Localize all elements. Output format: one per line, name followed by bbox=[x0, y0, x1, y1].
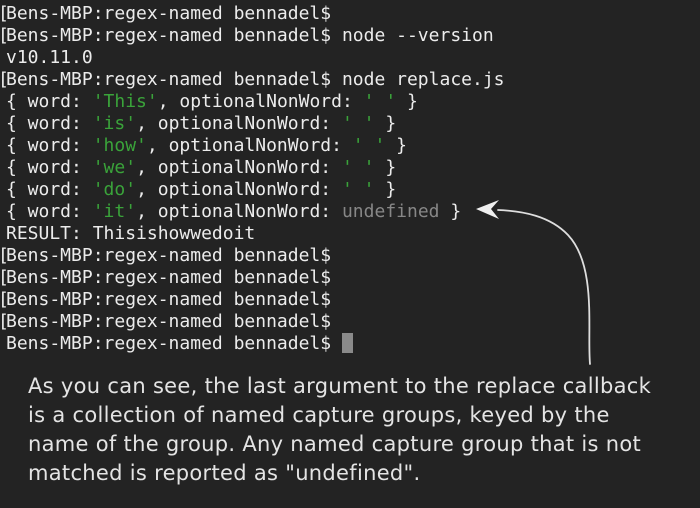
caption-line: name of the group. Any named capture gro… bbox=[28, 432, 642, 456]
terminal-cursor bbox=[341, 333, 353, 353]
terminal-line: { word: 'it', optionalNonWord: undefined… bbox=[6, 201, 700, 223]
terminal-text-green: 'is' bbox=[92, 113, 137, 134]
terminal-text: { word: bbox=[6, 91, 93, 112]
caption-text: As you can see, the last argument to the… bbox=[28, 372, 688, 488]
terminal-text: { word: bbox=[6, 113, 93, 134]
terminal-text: { word: bbox=[6, 135, 93, 156]
terminal-text: { word: bbox=[6, 157, 93, 178]
terminal-text-green: ' ' bbox=[341, 179, 375, 200]
terminal-text: Bens-MBP:regex-named bennadel$ bbox=[6, 3, 332, 24]
prompt-mark: [ bbox=[0, 69, 9, 91]
prompt-mark: [ bbox=[0, 25, 9, 47]
terminal-window[interactable]: [Bens-MBP:regex-named bennadel$[Bens-MBP… bbox=[0, 0, 700, 355]
terminal-text: Bens-MBP:regex-named bennadel$ node repl… bbox=[6, 69, 505, 90]
terminal-text: , optionalNonWord: bbox=[136, 201, 342, 222]
terminal-text: , optionalNonWord: bbox=[146, 135, 353, 156]
terminal-line: [Bens-MBP:regex-named bennadel$ bbox=[0, 245, 700, 267]
terminal-line: [Bens-MBP:regex-named bennadel$ node --v… bbox=[0, 25, 700, 47]
terminal-line: [Bens-MBP:regex-named bennadel$ node rep… bbox=[0, 69, 700, 91]
terminal-text-green: ' ' bbox=[341, 157, 375, 178]
terminal-text-green: ' ' bbox=[352, 135, 386, 156]
terminal-text: { word: bbox=[6, 201, 93, 222]
terminal-text-green: 'we' bbox=[92, 157, 137, 178]
caption-line: is a collection of named capture groups,… bbox=[28, 403, 610, 427]
terminal-text: Bens-MBP:regex-named bennadel$ bbox=[6, 245, 332, 266]
terminal-text-green: 'do' bbox=[92, 179, 137, 200]
terminal-text: v10.11.0 bbox=[6, 47, 93, 68]
terminal-text: , optionalNonWord: bbox=[136, 113, 342, 134]
prompt-mark: [ bbox=[0, 245, 9, 267]
terminal-line: { word: 'how', optionalNonWord: ' ' } bbox=[6, 135, 700, 157]
terminal-text: } bbox=[396, 91, 418, 112]
terminal-line: [Bens-MBP:regex-named bennadel$ bbox=[0, 289, 700, 311]
terminal-text-muted: undefined bbox=[341, 201, 440, 222]
prompt-mark: [ bbox=[0, 3, 9, 25]
terminal-text-green: ' ' bbox=[363, 91, 397, 112]
terminal-line: { word: 'we', optionalNonWord: ' ' } bbox=[6, 157, 700, 179]
terminal-text: } bbox=[374, 179, 397, 200]
caption-line: matched is reported as "undefined". bbox=[28, 461, 421, 485]
terminal-line: { word: 'do', optionalNonWord: ' ' } bbox=[6, 179, 700, 201]
terminal-text: , optionalNonWord: bbox=[136, 179, 342, 200]
prompt-mark: [ bbox=[0, 311, 9, 333]
terminal-text: } bbox=[374, 157, 397, 178]
terminal-line: { word: 'This', optionalNonWord: ' ' } bbox=[6, 91, 700, 113]
terminal-line: { word: 'is', optionalNonWord: ' ' } bbox=[6, 113, 700, 135]
terminal-text-green: 'how' bbox=[92, 135, 147, 156]
terminal-text: , optionalNonWord: bbox=[136, 157, 342, 178]
terminal-text-green: 'This' bbox=[92, 91, 158, 112]
terminal-text: Bens-MBP:regex-named bennadel$ bbox=[6, 333, 342, 354]
terminal-text: Bens-MBP:regex-named bennadel$ bbox=[6, 289, 332, 310]
terminal-text: Bens-MBP:regex-named bennadel$ bbox=[6, 311, 332, 332]
terminal-text: Bens-MBP:regex-named bennadel$ node --ve… bbox=[6, 25, 494, 46]
terminal-line: [Bens-MBP:regex-named bennadel$ bbox=[0, 3, 700, 25]
terminal-line: [Bens-MBP:regex-named bennadel$ bbox=[0, 267, 700, 289]
terminal-text-green: 'it' bbox=[92, 201, 137, 222]
terminal-text: Bens-MBP:regex-named bennadel$ bbox=[6, 267, 332, 288]
terminal-line: [Bens-MBP:regex-named bennadel$ bbox=[0, 311, 700, 333]
terminal-text-green: ' ' bbox=[341, 113, 375, 134]
prompt-mark: [ bbox=[0, 289, 9, 311]
terminal-text: } bbox=[385, 135, 407, 156]
terminal-text: { word: bbox=[6, 179, 93, 200]
terminal-line: Bens-MBP:regex-named bennadel$ bbox=[6, 333, 700, 355]
prompt-mark: [ bbox=[0, 267, 9, 289]
terminal-text: } bbox=[439, 201, 462, 222]
terminal-line: RESULT: Thisishowwedoit bbox=[6, 223, 700, 245]
terminal-line: v10.11.0 bbox=[6, 47, 700, 69]
terminal-text: } bbox=[374, 113, 397, 134]
caption-line: As you can see, the last argument to the… bbox=[28, 374, 652, 398]
terminal-text: RESULT: Thisishowwedoit bbox=[6, 223, 256, 244]
terminal-text: , optionalNonWord: bbox=[157, 91, 364, 112]
